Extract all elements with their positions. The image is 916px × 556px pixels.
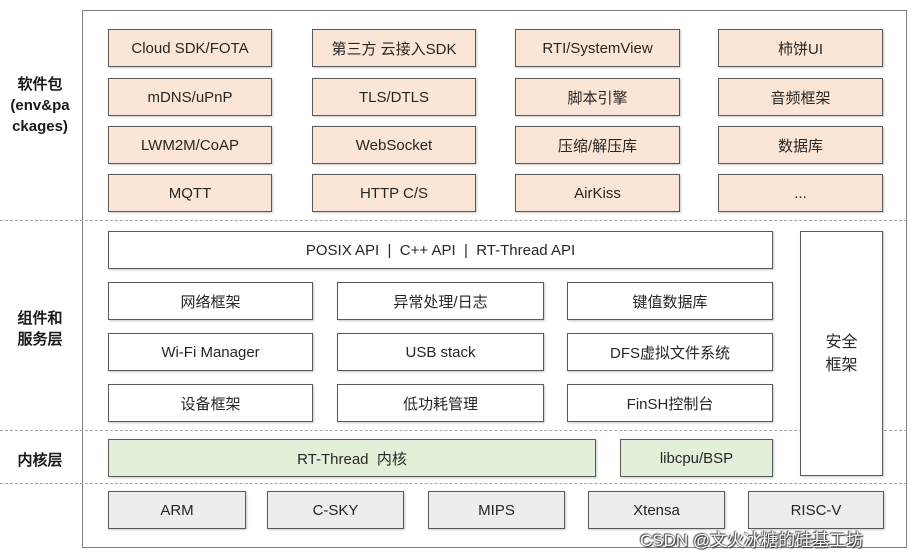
layer-label-line: ckages) bbox=[12, 118, 68, 135]
component-box-exception-log: 异常处理/日志 bbox=[337, 282, 544, 320]
package-box-websocket: WebSocket bbox=[312, 126, 476, 164]
arch-box-arm: ARM bbox=[108, 491, 246, 529]
security-label-line: 安全 bbox=[825, 333, 858, 351]
package-box-airkiss: AirKiss bbox=[515, 174, 680, 212]
separator-components-kernel bbox=[0, 430, 907, 431]
package-box-mqtt: MQTT bbox=[108, 174, 272, 212]
component-box-dfs: DFS虚拟文件系统 bbox=[567, 333, 773, 371]
watermark-text: CSDN @文火冰糖的硅基工坊 bbox=[640, 531, 864, 550]
arch-box-mips: MIPS bbox=[428, 491, 565, 529]
component-box-usb-stack: USB stack bbox=[337, 333, 544, 371]
arch-box-csky: C-SKY bbox=[267, 491, 404, 529]
package-box-cloud-access-sdk: 第三方 云接入SDK bbox=[312, 29, 476, 67]
package-box-script-engine: 脚本引擎 bbox=[515, 78, 680, 116]
package-box-audio-framework: 音频框架 bbox=[718, 78, 883, 116]
package-box-http-cs: HTTP C/S bbox=[312, 174, 476, 212]
kernel-box-rt-thread: RT-Thread 内核 bbox=[108, 439, 596, 477]
kernel-box-libcpu-bsp: libcpu/BSP bbox=[620, 439, 773, 477]
package-box-systemview: RTI/SystemView bbox=[515, 29, 680, 67]
component-box-low-power: 低功耗管理 bbox=[337, 384, 544, 422]
separator-packages-components bbox=[0, 220, 907, 221]
layer-label-line: 软件包 bbox=[17, 76, 63, 93]
api-bar: POSIX API | C++ API | RT-Thread API bbox=[108, 231, 773, 269]
diagram-frame bbox=[82, 10, 907, 548]
component-box-network-framework: 网络框架 bbox=[108, 282, 313, 320]
layer-label-line: 组件和 bbox=[17, 310, 63, 327]
component-box-device-framework: 设备框架 bbox=[108, 384, 313, 422]
layer-label-components: 组件和 服务层 bbox=[0, 308, 80, 350]
arch-box-riscv: RISC-V bbox=[748, 491, 884, 529]
package-box-persimmon-ui: 柿饼UI bbox=[718, 29, 883, 67]
package-box-mdns-upnp: mDNS/uPnP bbox=[108, 78, 272, 116]
package-box-lwm2m-coap: LWM2M/CoAP bbox=[108, 126, 272, 164]
layer-label-line: (env&pa bbox=[10, 97, 70, 114]
component-box-kv-database: 键值数据库 bbox=[567, 282, 773, 320]
security-framework-box: 安全 框架 bbox=[800, 231, 883, 476]
layer-label-kernel: 内核层 bbox=[0, 450, 80, 471]
layer-label-line: 内核层 bbox=[17, 452, 63, 469]
package-box-database: 数据库 bbox=[718, 126, 883, 164]
component-box-wifi-manager: Wi-Fi Manager bbox=[108, 333, 313, 371]
package-box-tls-dtls: TLS/DTLS bbox=[312, 78, 476, 116]
arch-box-xtensa: Xtensa bbox=[588, 491, 725, 529]
layer-label-packages: 软件包 (env&pa ckages) bbox=[0, 74, 80, 137]
package-box-more: ... bbox=[718, 174, 883, 212]
package-box-compression: 压缩/解压库 bbox=[515, 126, 680, 164]
separator-kernel-architecture bbox=[0, 483, 907, 484]
layer-label-line: 服务层 bbox=[17, 331, 63, 348]
package-box-cloud-sdk-fota: Cloud SDK/FOTA bbox=[108, 29, 272, 67]
security-label-line: 框架 bbox=[825, 356, 858, 374]
component-box-finsh-console: FinSH控制台 bbox=[567, 384, 773, 422]
